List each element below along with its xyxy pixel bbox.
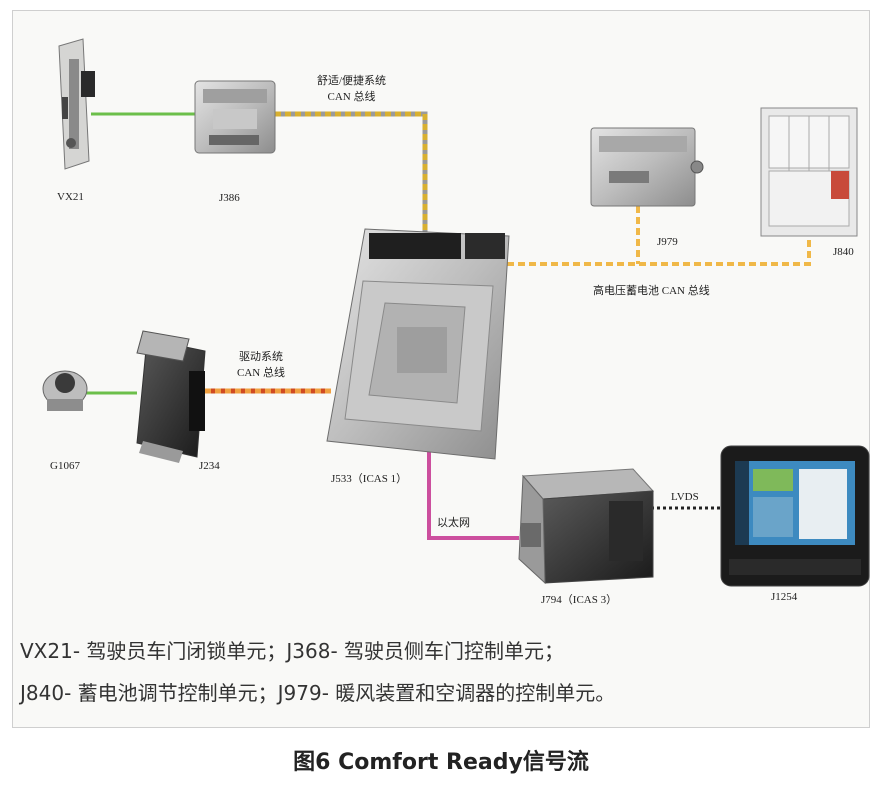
label-vx21: VX21 bbox=[57, 191, 84, 203]
figure-title: 图6 Comfort Ready信号流 bbox=[293, 750, 589, 775]
label-j1254: J1254 bbox=[771, 591, 798, 603]
j840-battery-regulation-module bbox=[760, 107, 858, 237]
wiring bbox=[42, 38, 870, 587]
label-j979: J979 bbox=[657, 236, 678, 248]
j1254-display-unit bbox=[720, 445, 870, 587]
j386-door-control-module bbox=[194, 80, 276, 154]
bus-label-lvds: LVDS bbox=[671, 491, 699, 503]
bus-label-comfort-can: 舒适/便捷系统 CAN 总线 bbox=[317, 73, 386, 105]
vx21-door-lock-unit bbox=[58, 38, 95, 170]
bus-label-comfort-line1: 舒适/便捷系统 bbox=[317, 75, 387, 87]
legend-text: VX21- 驾驶员车门闭锁单元；J368- 驾驶员侧车门控制单元； J840- … bbox=[20, 630, 860, 714]
legend-line-1: VX21- 驾驶员车门闭锁单元；J368- 驾驶员侧车门控制单元； bbox=[20, 639, 565, 663]
wire-hv-battery-can bbox=[507, 206, 811, 266]
label-g1067: G1067 bbox=[50, 460, 80, 472]
label-j794: J794（ICAS 3） bbox=[541, 594, 618, 606]
wire-ethernet bbox=[427, 451, 519, 540]
bus-label-hv-battery-can: 高电压蓄电池 CAN 总线 bbox=[593, 285, 710, 297]
bus-label-ethernet: 以太网 bbox=[437, 517, 470, 529]
diagram-canvas: VX21 J386 J979 J840 G1067 J234 J533（ICAS… bbox=[12, 10, 870, 728]
legend-line-2: J840- 蓄电池调节控制单元；J979- 暖风装置和空调器的控制单元。 bbox=[20, 681, 616, 705]
label-j533: J533（ICAS 1） bbox=[331, 473, 408, 485]
bus-label-drive-can: 驱动系统 CAN 总线 bbox=[237, 349, 285, 381]
label-j840: J840 bbox=[833, 246, 854, 258]
j234-module bbox=[136, 330, 206, 463]
label-j386: J386 bbox=[219, 192, 240, 204]
j979-climate-control-module bbox=[590, 127, 704, 207]
bus-label-drive-line1: 驱动系统 bbox=[238, 351, 283, 363]
wire-comfort-can bbox=[275, 111, 428, 236]
j794-infotainment-unit bbox=[518, 468, 655, 585]
j533-gateway-module bbox=[326, 228, 510, 460]
bus-label-comfort-line2: CAN 总线 bbox=[327, 91, 376, 103]
bus-label-drive-line2: CAN 总线 bbox=[237, 367, 285, 379]
g1067-sensor bbox=[42, 370, 88, 411]
label-j234: J234 bbox=[199, 460, 220, 472]
